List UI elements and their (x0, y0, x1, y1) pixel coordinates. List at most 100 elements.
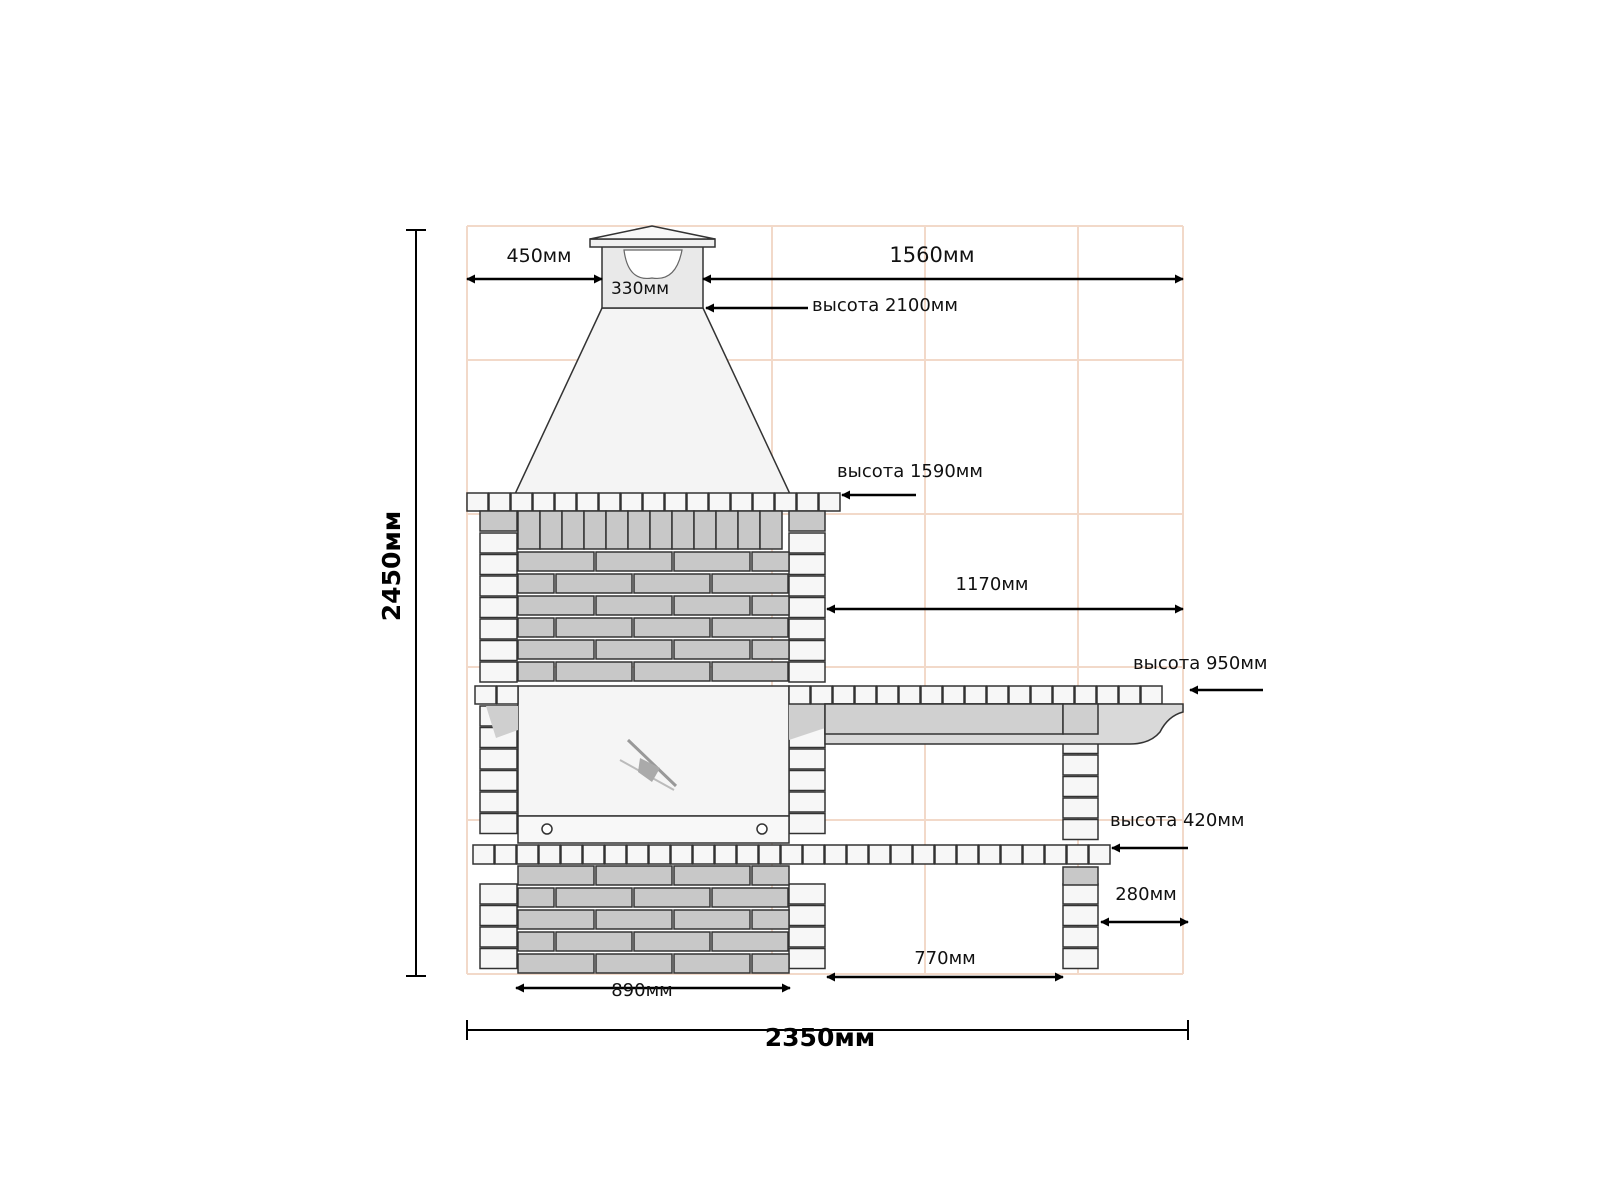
wall-brick (751, 865, 790, 886)
wall-brick (517, 887, 555, 908)
leg-brick (1062, 926, 1099, 948)
wall-brick (555, 661, 633, 682)
brick (686, 492, 709, 512)
shelf-brick (1000, 844, 1023, 865)
worktop-brick (832, 685, 855, 705)
column-brick (479, 553, 518, 576)
shelf-brick (538, 844, 561, 865)
wall-brick (673, 909, 751, 930)
worktop-brick (986, 685, 1009, 705)
column-brick (479, 661, 518, 683)
column-brick (788, 661, 826, 683)
brick (605, 510, 629, 550)
worktop-brick (964, 685, 987, 705)
wall-brick (555, 573, 633, 594)
worktop-brick (876, 685, 899, 705)
wall-brick (595, 953, 673, 974)
dimension-lines (406, 229, 1263, 1040)
label-lower-opening: 770мм (914, 948, 976, 969)
worktop-beam (824, 703, 1064, 735)
shelf-brick (978, 844, 1001, 865)
wall-brick (751, 551, 790, 572)
shelf-brick (604, 844, 627, 865)
worktop-brick (810, 685, 833, 705)
wall-brick (517, 639, 595, 660)
shadow (789, 700, 825, 740)
shelf-brick (626, 844, 649, 865)
brick (510, 492, 533, 512)
shelf-brick (472, 844, 495, 865)
column-brick (479, 791, 518, 813)
brick (466, 492, 489, 512)
column-brick (479, 532, 518, 554)
brick (554, 492, 577, 512)
worktop-brick (854, 685, 877, 705)
wall-brick (517, 595, 595, 616)
shelf-brick (714, 844, 737, 865)
wall-brick (517, 865, 595, 886)
wall-brick (673, 639, 751, 660)
worktop-brick (1140, 685, 1163, 705)
column-brick (788, 618, 826, 640)
leg-brick (1062, 775, 1099, 798)
wall-brick (673, 551, 751, 572)
brick (642, 492, 665, 512)
brick (576, 492, 599, 512)
worktop-brick (1096, 685, 1119, 705)
worktop-brick (788, 685, 811, 705)
leg-brick (1062, 947, 1099, 970)
brick (752, 492, 775, 512)
label-chimney-height: высота 2100мм (812, 295, 958, 316)
leg-brick (1062, 866, 1099, 886)
wall-brick (595, 865, 673, 886)
brick (561, 510, 585, 550)
label-right-span-top: 1560мм (889, 243, 974, 267)
brick (788, 510, 826, 532)
shelf-brick (648, 844, 671, 865)
wall-brick (711, 661, 789, 682)
brick (774, 492, 797, 512)
skewer-meat (638, 758, 660, 782)
column-brick (788, 791, 826, 813)
wall-brick (633, 573, 711, 594)
wall-brick (555, 931, 633, 952)
wall-brick (751, 639, 790, 660)
column-brick (788, 748, 826, 770)
column-brick (479, 575, 518, 597)
column-brick (788, 904, 826, 927)
leg-brick (1062, 754, 1099, 776)
wall-brick (673, 865, 751, 886)
brick (496, 685, 519, 705)
skewer (626, 738, 678, 788)
leg-brick (1062, 797, 1099, 819)
wall-brick (517, 931, 555, 952)
wall-brick (633, 887, 711, 908)
label-hood-base-height: высота 1590мм (837, 461, 983, 482)
shelf-brick (1066, 844, 1089, 865)
brick (759, 510, 783, 550)
leg-brick (1062, 818, 1099, 841)
wall-brick (633, 931, 711, 952)
column-brick (479, 618, 518, 640)
wall-brick (711, 617, 789, 638)
column-brick (479, 883, 518, 905)
worktop-brick (920, 685, 943, 705)
column-brick (479, 947, 518, 970)
wall-brick (517, 909, 595, 930)
label-worktop-height: высота 950мм (1133, 653, 1267, 674)
shelf-brick (670, 844, 693, 865)
label-base-width: 890мм (611, 980, 673, 1001)
column-brick (479, 639, 518, 662)
shelf-brick (802, 844, 825, 865)
column-brick (788, 947, 826, 970)
brick (488, 492, 511, 512)
chimney-cap (589, 238, 716, 248)
brick (474, 685, 497, 705)
column-brick (788, 926, 826, 948)
brick (598, 492, 621, 512)
worktop-brick (1074, 685, 1097, 705)
label-chimney-width: 330мм (611, 279, 669, 299)
wall-brick (595, 551, 673, 572)
wall-brick (711, 887, 789, 908)
